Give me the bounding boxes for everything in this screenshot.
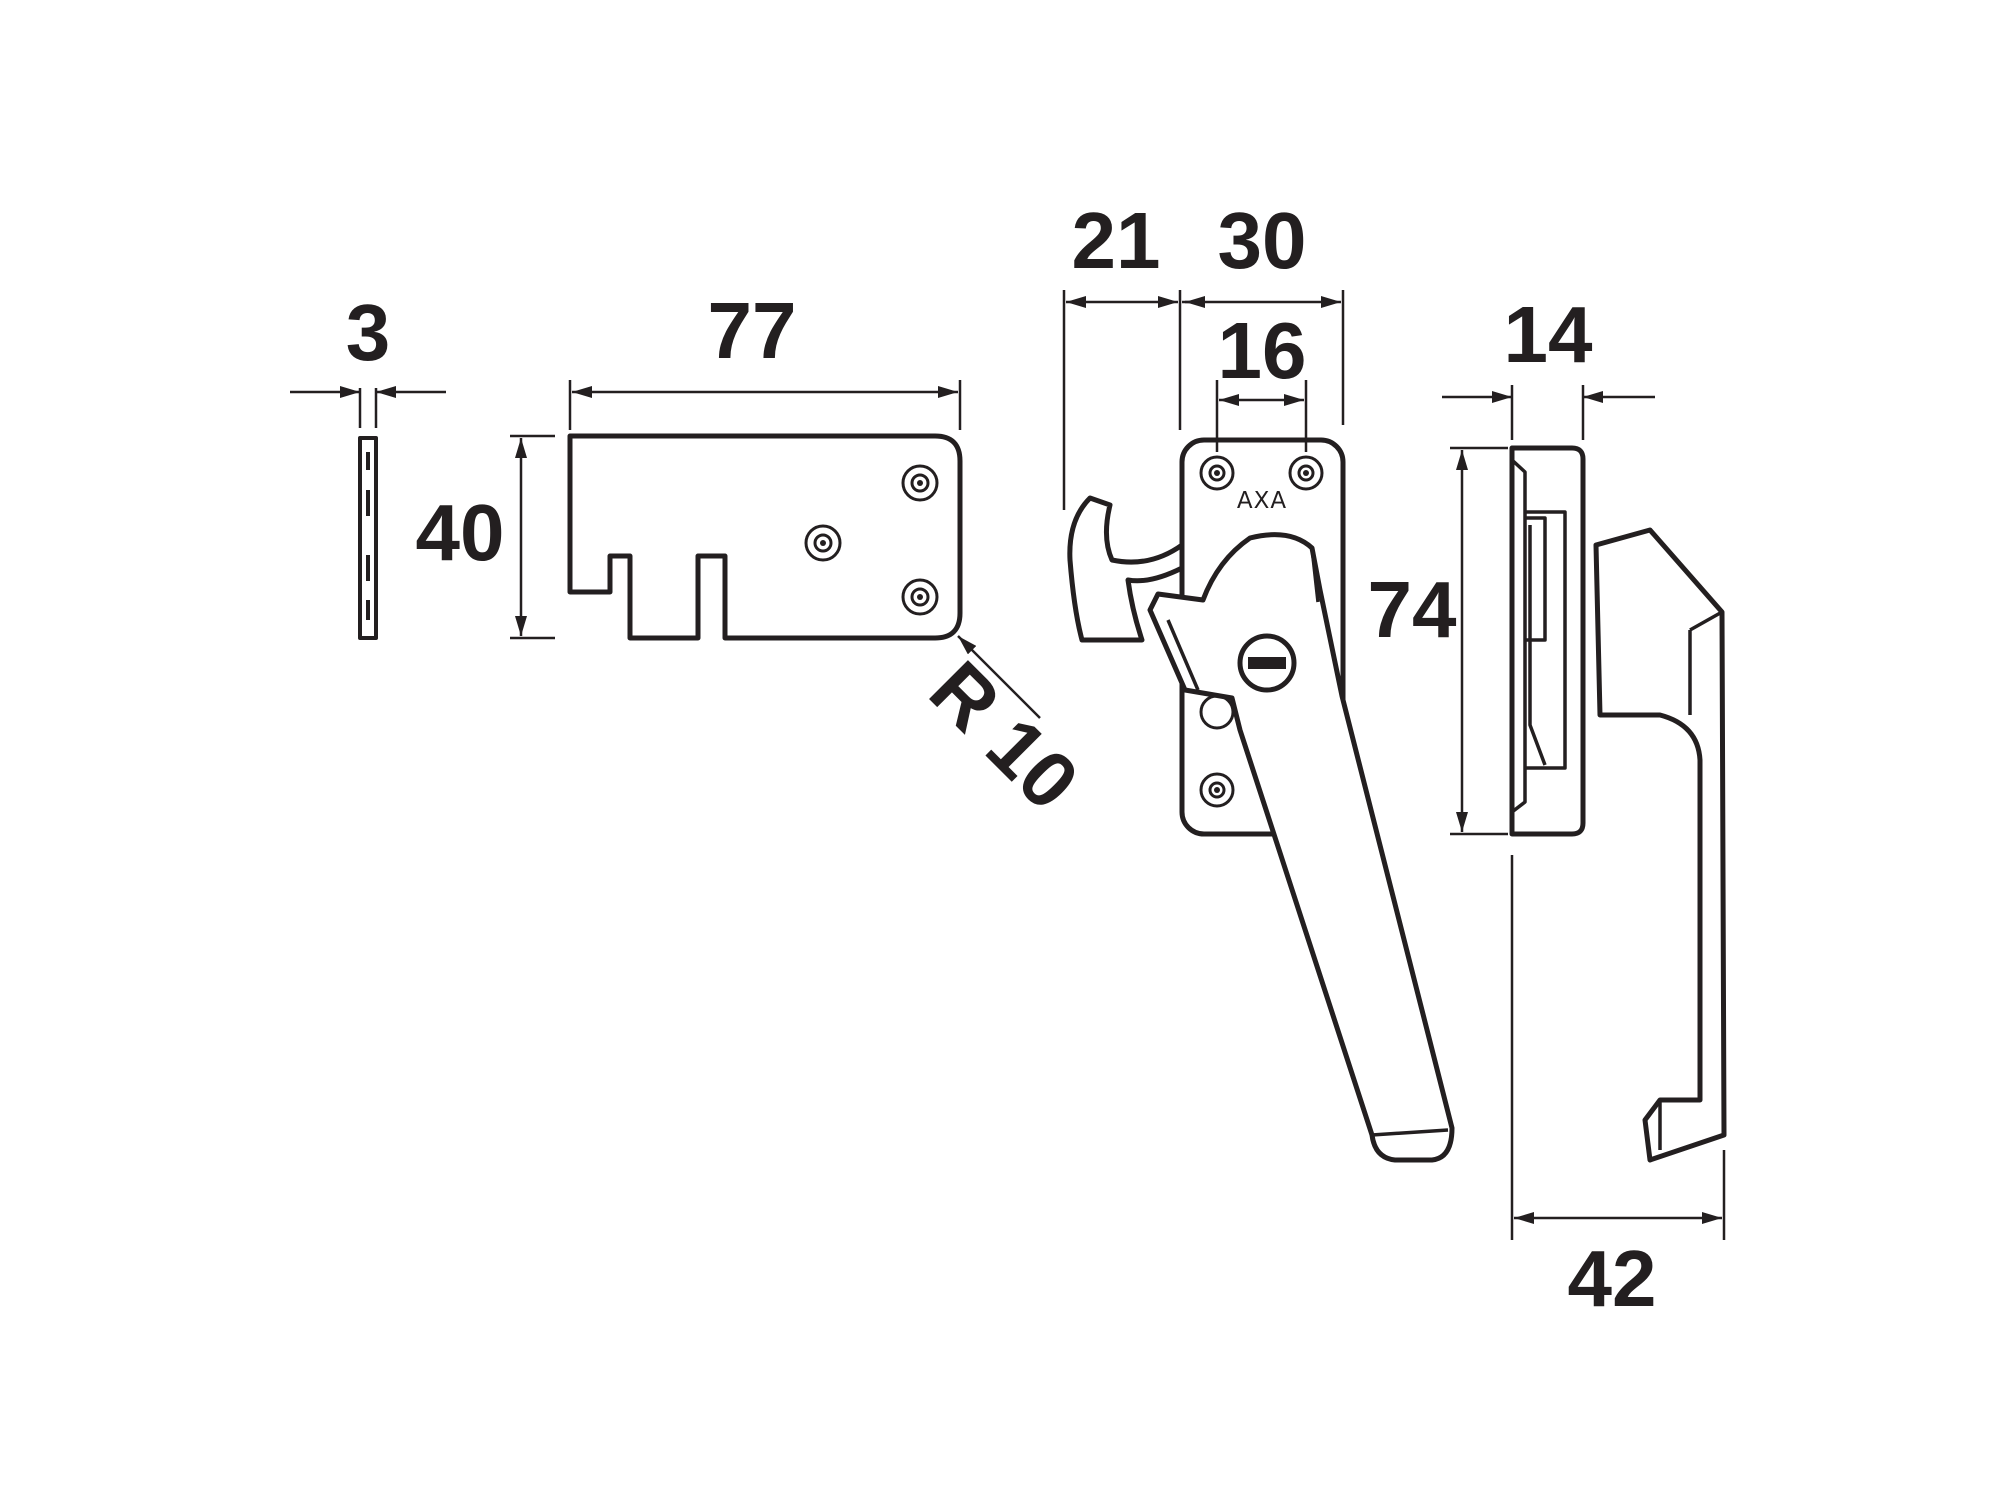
- dim-label-30: 30: [1218, 196, 1307, 285]
- lock-cylinder: [1237, 633, 1297, 693]
- lever-handle: [1147, 532, 1455, 1163]
- screw-spacing-dimension-16: [1215, 380, 1308, 452]
- dim-label-42: 42: [1568, 1234, 1657, 1323]
- dim-label-3: 3: [346, 288, 391, 377]
- strike-plate-front-view: [567, 433, 963, 641]
- handle-front-view: AXA: [1067, 437, 1455, 1163]
- screw-hole: [901, 578, 939, 616]
- screw-hole: [1199, 772, 1235, 808]
- depth-dimension-42: [1510, 855, 1726, 1240]
- dim-label-14: 14: [1504, 290, 1593, 379]
- dim-label-r10: R 10: [913, 644, 1095, 826]
- height-dimension-40: [510, 434, 555, 640]
- dim-label-77: 77: [708, 286, 797, 375]
- screw-hole: [1199, 455, 1235, 491]
- screw-hole: [804, 524, 842, 562]
- handle-side-view: [1509, 445, 1727, 1163]
- hook-dimension-21: [1062, 290, 1182, 510]
- side-base-plate: [1509, 445, 1586, 837]
- dim-label-74: 74: [1368, 565, 1457, 654]
- dim-label-16: 16: [1218, 306, 1307, 395]
- radius-dimension-r10: [957, 635, 1041, 719]
- width-dimension-77: [568, 380, 962, 430]
- screw-hole: [901, 464, 939, 502]
- depth-dimension-14: [1442, 385, 1655, 440]
- screw-hole: [1199, 694, 1235, 730]
- latch-hook: [1067, 495, 1185, 643]
- side-height-dimension-74: [1450, 446, 1508, 836]
- dim-label-40: 40: [416, 488, 505, 577]
- screw-hole: [1288, 455, 1324, 491]
- thickness-dimension-3: [290, 386, 446, 428]
- strike-plate-side-view: [358, 436, 378, 640]
- side-lever-handle: [1593, 527, 1727, 1163]
- brand-mark: AXA: [1237, 488, 1287, 514]
- base-width-dimension-30: [1182, 290, 1345, 425]
- dim-label-21: 21: [1072, 196, 1161, 285]
